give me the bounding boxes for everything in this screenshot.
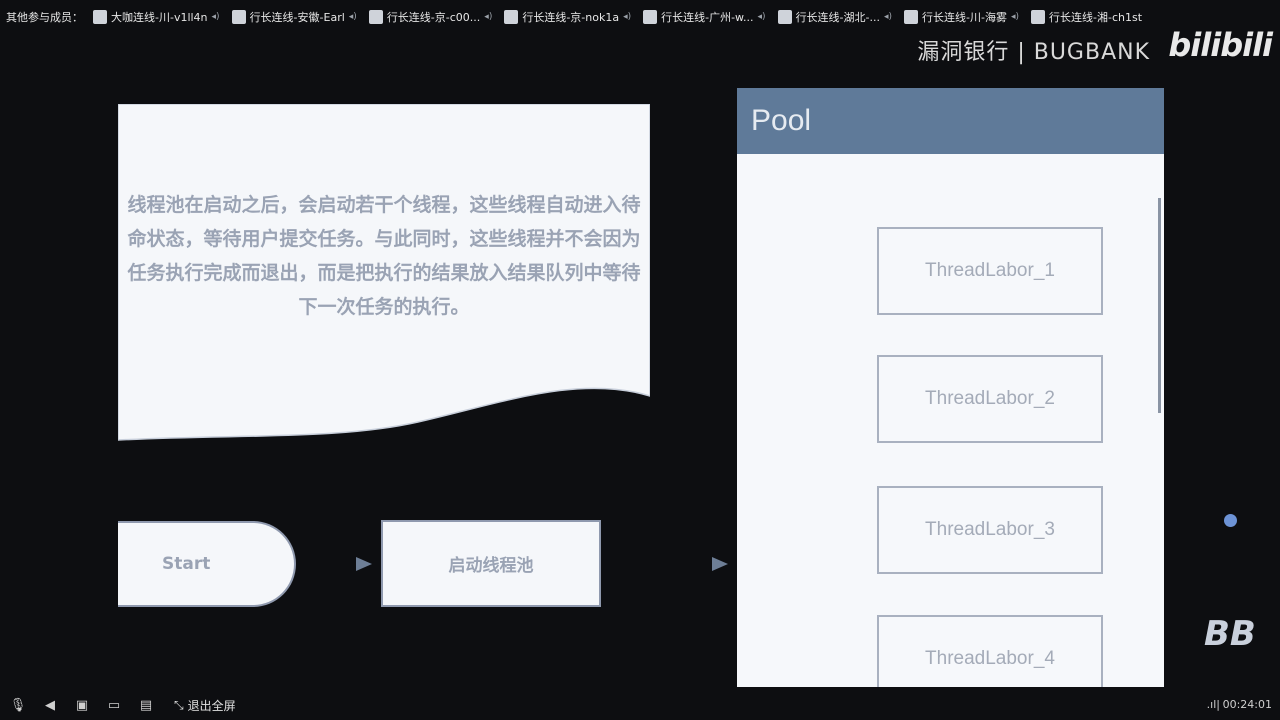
participant-item[interactable]: 行长连线-京-c00...◂) [368, 9, 493, 25]
avatar [777, 10, 792, 24]
volume-icon: ◂) [884, 12, 893, 22]
thread-labor-box: ThreadLabor_3 [877, 486, 1103, 574]
participant-item[interactable]: 行长连线-川-海雾◂) [904, 9, 1019, 25]
thread-labor-label: ThreadLabor_1 [925, 260, 1055, 281]
thread-labor-box: ThreadLabor_1 [877, 227, 1103, 315]
participant-name: 大咖连线-川-v1ll4n [111, 11, 208, 24]
pool-scrollbar[interactable] [1158, 198, 1161, 413]
start-label: Start [162, 554, 211, 574]
participant-item[interactable]: 行长连线-京-nok1a◂) [504, 9, 631, 25]
participant-name: 行长连线-广州-w... [661, 11, 754, 24]
document-text: 线程池在启动之后，会启动若干个线程，这些线程自动进入待命状态，等待用户提交任务。… [127, 194, 641, 318]
volume-icon: ◂) [1010, 12, 1020, 22]
pool-title: Pool [737, 88, 1164, 154]
thread-labor-label: ThreadLabor_4 [925, 648, 1055, 669]
volume-icon: ◂) [757, 12, 766, 22]
avatar [643, 10, 658, 24]
volume-icon: ◂) [623, 12, 632, 22]
thread-labor-label: ThreadLabor_2 [925, 388, 1055, 409]
mic-off-icon[interactable]: 🎙 [9, 697, 27, 713]
arrow-icon [712, 557, 728, 571]
camera-off-icon[interactable]: ▣ [75, 697, 89, 713]
document-shape: 线程池在启动之后，会启动若干个线程，这些线程自动进入待命状态，等待用户提交任务。… [118, 104, 650, 444]
fullscreen-exit-icon: ⤡ [174, 697, 184, 712]
brand-title: 漏洞银行 | BUGBANK [917, 40, 1150, 65]
pool-panel: Pool ThreadLabor_1 ThreadLabor_2 ThreadL… [737, 88, 1164, 687]
participant-item[interactable]: 行长连线-湖北-... ◂) [777, 9, 893, 25]
start-node: Start [118, 521, 296, 607]
participant-item[interactable]: 行长连线-安徽-Earl◂) [231, 9, 357, 25]
thread-labor-box: ThreadLabor_2 [877, 355, 1103, 443]
participants-label: 其他参与成员： [6, 11, 83, 24]
participant-name: 行长连线-湘-ch1st [1049, 11, 1143, 24]
thread-labor-label: ThreadLabor_3 [925, 519, 1055, 540]
speaker-icon[interactable]: ◀ [45, 697, 55, 713]
process-label: 启动线程池 [448, 556, 534, 576]
participant-item[interactable]: 大咖连线-川-v1ll4n◂) [93, 9, 220, 25]
participant-item[interactable]: 行长连线-湘-ch1st [1031, 9, 1142, 25]
participant-item[interactable]: 行长连线-广州-w...◂) [643, 9, 766, 25]
avatar [504, 10, 519, 24]
volume-icon: ◂) [348, 12, 357, 22]
bottom-toolbar: 🎙 ◀ ▣ ▭ ▤ ⤡ 退出全屏 .ıl| 00:24:01 [0, 690, 1280, 720]
exit-fullscreen-button[interactable]: ⤡ 退出全屏 [174, 697, 236, 714]
participant-name: 行长连线-京-c00... [386, 11, 481, 24]
document-icon[interactable]: ▤ [139, 697, 153, 713]
participant-name: 行长连线-湖北-... [795, 11, 880, 24]
avatar [93, 10, 107, 24]
exit-fullscreen-label: 退出全屏 [187, 698, 236, 713]
process-node: 启动线程池 [381, 520, 601, 607]
avatar [368, 10, 383, 24]
bilibili-logo: bilibili [1168, 26, 1273, 64]
avatar [231, 10, 246, 24]
volume-icon: ◂) [484, 12, 493, 22]
thread-labor-box: ThreadLabor_4 [877, 615, 1103, 687]
participant-name: 行长连线-京-nok1a [522, 11, 620, 24]
document-outline [118, 104, 650, 441]
avatar [904, 10, 919, 24]
participant-name: 行长连线-安徽-Earl [249, 11, 345, 24]
elapsed-time: 00:24:01 [1222, 698, 1272, 711]
signal-icon: .ıl| [1206, 698, 1220, 711]
arrow-icon [356, 557, 372, 571]
screen-share-icon[interactable]: ▭ [107, 697, 121, 713]
volume-icon: ◂) [211, 12, 220, 22]
avatar [1031, 10, 1046, 24]
participant-name: 行长连线-川-海雾 [922, 11, 1007, 24]
participants-bar: 其他参与成员： 大咖连线-川-v1ll4n◂) 行长连线-安徽-Earl◂) 行… [0, 0, 1280, 34]
bb-logo-icon: BB [1204, 614, 1256, 654]
pointer-dot-icon [1224, 514, 1237, 527]
